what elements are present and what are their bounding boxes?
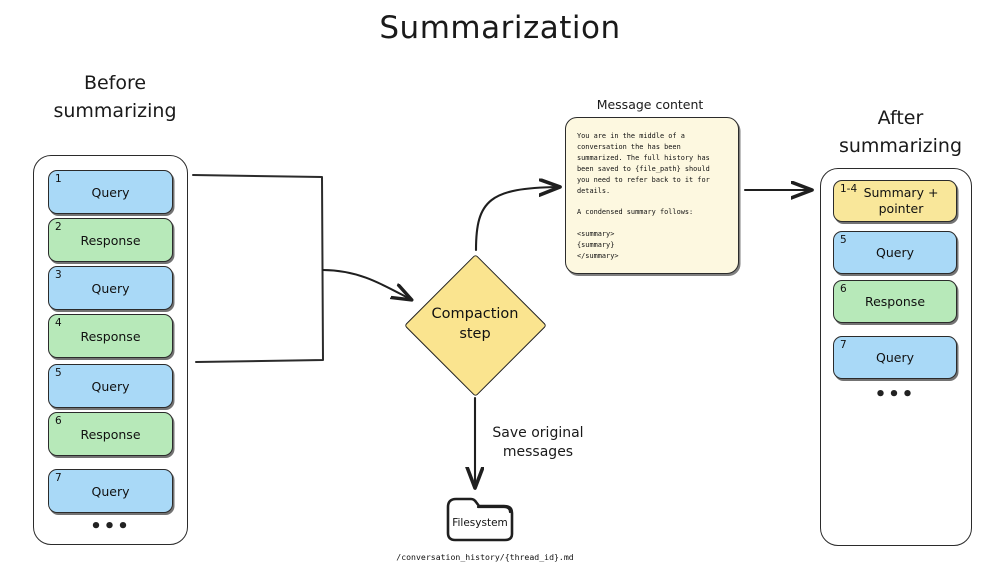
message-label: Response [80, 232, 141, 248]
group-bracket-1-4 [192, 174, 324, 363]
message-label: Response [80, 426, 141, 442]
message-number: 4 [55, 317, 62, 329]
compaction-label-line2: step [459, 326, 491, 342]
filesystem-path-caption: /conversation_history/{thread_id}.md [396, 552, 574, 562]
before-ellipsis: ••• [90, 516, 131, 537]
filesystem-node[interactable]: Filesystem [444, 495, 516, 543]
compaction-step-node[interactable]: Compaction step [404, 254, 547, 397]
before-message-6[interactable]: 6 Response [48, 412, 173, 456]
after-column-title: After summarizing [808, 105, 993, 160]
message-number: 7 [840, 339, 847, 351]
message-number: 5 [55, 367, 62, 379]
after-message-7[interactable]: 7 Query [833, 336, 957, 379]
message-number: 7 [55, 472, 62, 484]
message-number: 1-4 [840, 183, 858, 195]
after-ellipsis: ••• [874, 384, 916, 405]
message-label: Response [864, 294, 926, 309]
before-title-line2: summarizing [53, 99, 177, 122]
message-label: Response [80, 328, 141, 344]
before-message-7[interactable]: 7 Query [48, 469, 173, 513]
message-number: 1 [55, 173, 62, 185]
save-original-messages-label: Save original messages [478, 424, 598, 462]
compaction-step-label: Compaction step [405, 255, 545, 395]
message-label: Query [876, 245, 914, 260]
after-title-line1: After [877, 107, 924, 129]
before-message-5[interactable]: 5 Query [48, 364, 173, 408]
compaction-label-line1: Compaction [431, 306, 519, 323]
message-number: 6 [840, 283, 847, 295]
message-number: 5 [840, 234, 847, 246]
before-message-2[interactable]: 2 Response [48, 218, 173, 262]
arrow-bracket-to-compaction [322, 269, 410, 299]
after-message-5[interactable]: 5 Query [833, 231, 957, 274]
after-message-summary[interactable]: 1-4 Summary + pointer [833, 180, 957, 222]
message-number: 2 [55, 221, 62, 233]
folder-icon [446, 497, 514, 542]
before-column-title: Before summarizing [20, 70, 210, 125]
message-label: Query [876, 350, 914, 365]
after-title-line2: summarizing [838, 134, 963, 157]
message-label: Query [91, 184, 130, 200]
message-label: Summary + pointer [863, 185, 939, 216]
save-label-line1: Save original [492, 425, 584, 441]
page-title: Summarization [379, 10, 621, 46]
message-label: Query [91, 280, 130, 296]
message-label: Query [91, 378, 130, 394]
filesystem-label: Filesystem [452, 517, 508, 529]
message-content-card: You are in the middle of a conversation … [565, 117, 739, 274]
before-message-1[interactable]: 1 Query [48, 170, 173, 214]
message-label: Query [91, 483, 130, 499]
before-message-4[interactable]: 4 Response [48, 314, 173, 358]
message-number: 6 [55, 415, 62, 427]
arrow-compaction-to-message-content [474, 187, 558, 252]
before-message-3[interactable]: 3 Query [48, 266, 173, 310]
save-label-line2: messages [502, 443, 574, 460]
message-content-label: Message content [596, 97, 704, 112]
message-number: 3 [55, 269, 62, 281]
before-title-line1: Before [83, 72, 147, 94]
after-message-6[interactable]: 6 Response [833, 280, 957, 323]
